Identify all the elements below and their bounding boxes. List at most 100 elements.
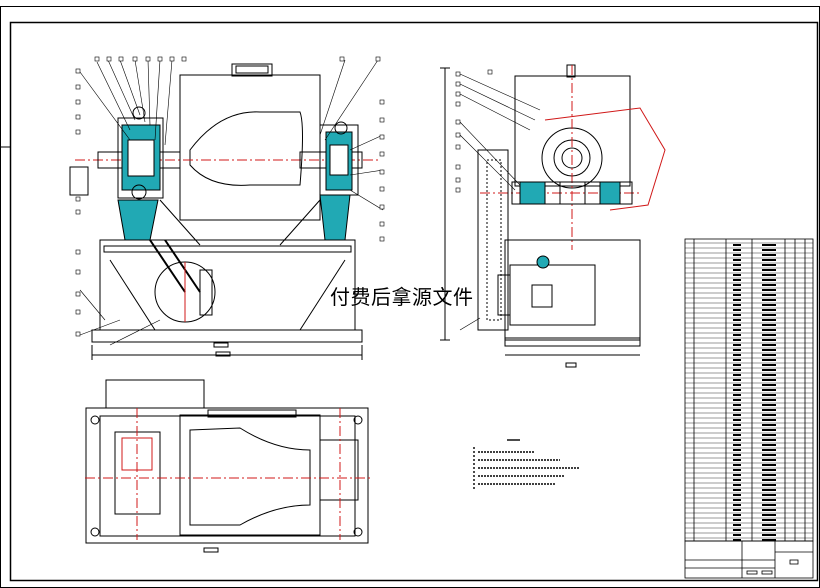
parts-row-mark xyxy=(733,289,741,291)
parts-row-mark xyxy=(733,434,741,436)
parts-row-mark xyxy=(733,439,741,441)
parts-row-mark xyxy=(733,274,741,276)
parts-row-mark xyxy=(733,484,741,486)
parts-row-mark xyxy=(762,349,776,351)
parts-row-mark xyxy=(762,534,776,536)
parts-row-mark xyxy=(762,314,776,316)
parts-row-mark xyxy=(733,379,741,381)
parts-row-mark xyxy=(762,449,776,451)
parts-row-mark xyxy=(733,479,741,481)
parts-row-mark xyxy=(762,339,776,341)
parts-row-mark xyxy=(762,479,776,481)
parts-row-mark xyxy=(733,469,741,471)
parts-row-mark xyxy=(733,369,741,371)
parts-row-mark xyxy=(733,364,741,366)
parts-row-mark xyxy=(733,524,741,526)
parts-row-mark xyxy=(762,539,776,541)
parts-row-mark xyxy=(762,514,776,516)
parts-row-mark xyxy=(733,259,741,261)
parts-row-mark xyxy=(733,279,741,281)
parts-list-table xyxy=(684,238,814,542)
parts-row-mark xyxy=(733,329,741,331)
parts-row-mark xyxy=(762,364,776,366)
watermark-text: 付费后拿源文件 xyxy=(330,285,474,309)
parts-row-mark xyxy=(733,514,741,516)
parts-row-mark xyxy=(733,374,741,376)
parts-row-mark xyxy=(762,464,776,466)
parts-row-mark xyxy=(733,304,741,306)
parts-row-mark xyxy=(733,399,741,401)
parts-row-mark xyxy=(733,324,741,326)
parts-row-mark xyxy=(762,474,776,476)
parts-row-mark xyxy=(762,244,776,246)
parts-row-mark xyxy=(762,504,776,506)
parts-row-mark xyxy=(733,444,741,446)
parts-row-mark xyxy=(762,529,776,531)
parts-row-mark xyxy=(762,304,776,306)
parts-row-mark xyxy=(733,334,741,336)
parts-row-mark xyxy=(762,399,776,401)
front-elevation-view xyxy=(69,63,380,360)
technical-notes-block xyxy=(473,439,580,490)
parts-row-mark xyxy=(733,534,741,536)
parts-row-mark xyxy=(733,414,741,416)
parts-row-mark xyxy=(733,449,741,451)
parts-row-mark xyxy=(733,309,741,311)
parts-row-mark xyxy=(762,494,776,496)
parts-row-mark xyxy=(762,264,776,266)
parts-row-mark xyxy=(733,359,741,361)
parts-row-mark xyxy=(733,429,741,431)
parts-row-mark xyxy=(733,389,741,391)
parts-row-mark xyxy=(762,274,776,276)
parts-row-mark xyxy=(762,249,776,251)
parts-row-mark xyxy=(762,409,776,411)
front-label-boxes xyxy=(75,56,385,337)
parts-row-mark xyxy=(762,454,776,456)
parts-row-mark xyxy=(733,509,741,511)
parts-row-mark xyxy=(733,264,741,266)
parts-row-mark xyxy=(762,404,776,406)
side-leader-lines xyxy=(459,73,541,331)
parts-row-mark xyxy=(762,324,776,326)
top-plan-view xyxy=(85,379,370,553)
parts-row-mark xyxy=(762,524,776,526)
parts-row-mark xyxy=(762,319,776,321)
parts-row-mark xyxy=(762,459,776,461)
parts-row-mark xyxy=(762,519,776,521)
parts-row-mark xyxy=(733,409,741,411)
parts-row-mark xyxy=(762,469,776,471)
parts-row-mark xyxy=(762,429,776,431)
parts-row-mark xyxy=(733,299,741,301)
parts-row-mark xyxy=(733,384,741,386)
parts-row-mark xyxy=(762,269,776,271)
parts-row-mark xyxy=(762,344,776,346)
parts-row-mark xyxy=(762,289,776,291)
parts-row-mark xyxy=(733,294,741,296)
parts-row-mark xyxy=(733,354,741,356)
parts-row-mark xyxy=(733,284,741,286)
parts-row-mark xyxy=(762,434,776,436)
parts-row-mark xyxy=(762,329,776,331)
parts-row-mark xyxy=(733,314,741,316)
parts-row-mark xyxy=(733,489,741,491)
parts-row-mark xyxy=(762,484,776,486)
parts-row-mark xyxy=(762,359,776,361)
parts-row-mark xyxy=(733,419,741,421)
parts-row-mark xyxy=(733,344,741,346)
parts-row-mark xyxy=(733,394,741,396)
front-leader-lines xyxy=(79,59,384,346)
parts-row-mark xyxy=(762,309,776,311)
parts-list-rows xyxy=(685,242,813,541)
parts-row-mark xyxy=(762,444,776,446)
parts-row-mark xyxy=(733,519,741,521)
parts-row-mark xyxy=(733,349,741,351)
parts-row-mark xyxy=(762,294,776,296)
parts-row-mark xyxy=(733,424,741,426)
parts-row-mark xyxy=(762,299,776,301)
parts-row-mark xyxy=(733,249,741,251)
parts-row-mark xyxy=(762,439,776,441)
parts-row-mark xyxy=(762,414,776,416)
side-elevation-view xyxy=(440,64,666,368)
parts-row-mark xyxy=(733,254,741,256)
side-label-boxes xyxy=(455,69,493,193)
